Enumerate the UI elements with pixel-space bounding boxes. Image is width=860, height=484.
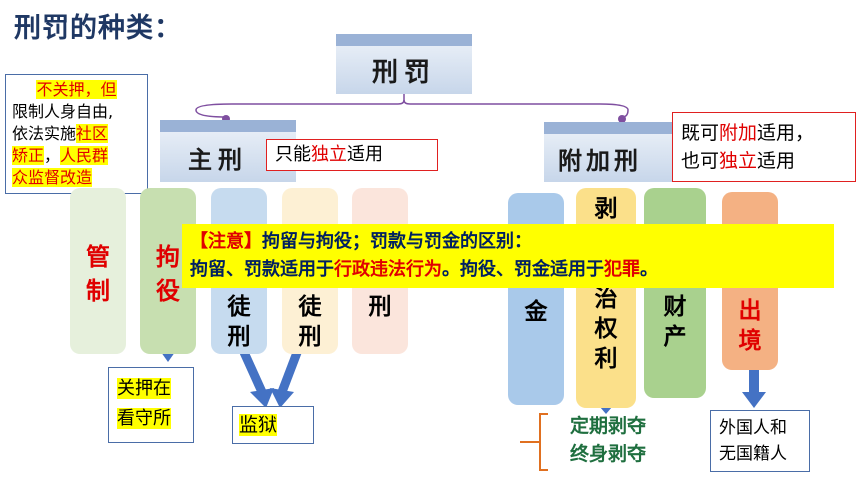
- note-text: 只能: [275, 144, 311, 165]
- column-glyph: 徒: [298, 294, 322, 320]
- main-penalty-note: 只能独立适用: [266, 139, 438, 171]
- foreigners-note: 外国人和 无国籍人: [710, 410, 810, 472]
- note-line: 既可附加适用，: [681, 122, 815, 144]
- notice-banner: 【注意】拘留与拘役；罚款与罚金的区别： 拘留、罚款适用于行政违法行为。拘役、罚金…: [182, 224, 834, 288]
- prison-label: 监狱: [239, 414, 278, 436]
- additional-penalty-note: 既可附加适用， 也可独立适用: [672, 112, 856, 182]
- note-text: 适用: [347, 144, 383, 165]
- column-glyph: 财: [663, 294, 687, 320]
- column-glyph: 徒: [227, 294, 251, 320]
- deprive-terms: 定期剥夺 终身剥夺: [548, 412, 668, 474]
- column-glyph: 剥: [594, 196, 618, 222]
- deprive-fixed: 定期剥夺: [569, 415, 646, 437]
- column-label: 拘役: [156, 243, 180, 305]
- deprive-life: 终身剥夺: [569, 443, 646, 465]
- column-glyph: 产: [663, 324, 687, 350]
- guanzhi-note: 不关押，但 限制人身自由, 依法实施社区 矫正，人民群 众监督改造: [5, 74, 148, 194]
- root-label: 刑罚: [371, 57, 436, 88]
- column-glyph: 刑: [298, 324, 322, 350]
- column-boduo: 剥政治权利: [576, 188, 636, 408]
- column-moshou: 财产: [644, 188, 706, 398]
- column-glyph: 金: [524, 299, 548, 325]
- note-highlight: 独立: [311, 144, 347, 165]
- column-glyph: 境: [738, 328, 762, 354]
- column-glyph: 刑: [227, 324, 251, 350]
- page-title: 刑罚的种类：: [14, 13, 182, 44]
- additional-penalty-node: 附加刑: [544, 122, 684, 182]
- notice-line-1: 【注意】拘留与拘役；罚款与罚金的区别：: [190, 231, 532, 252]
- juyi-place-note: 关押在 看守所: [108, 367, 194, 443]
- additional-penalty-label: 附加刑: [558, 146, 642, 175]
- column-label: 管制: [86, 243, 110, 305]
- column-glyph: 出: [738, 298, 762, 324]
- column-glyph: 治: [594, 286, 618, 312]
- main-penalty-label: 主刑: [188, 145, 248, 174]
- prison-note: 监狱: [232, 406, 314, 444]
- column-glyph: 权: [594, 316, 618, 342]
- column-glyph: 刑: [368, 294, 392, 320]
- root-node: 刑罚: [336, 34, 472, 94]
- notice-line-2: 拘留、罚款适用于行政违法行为。拘役、罚金适用于犯罪。: [190, 259, 658, 280]
- column-glyph: 利: [594, 346, 618, 372]
- column-guanzhi: 管制: [70, 188, 126, 354]
- note-line: 也可独立适用: [681, 150, 796, 172]
